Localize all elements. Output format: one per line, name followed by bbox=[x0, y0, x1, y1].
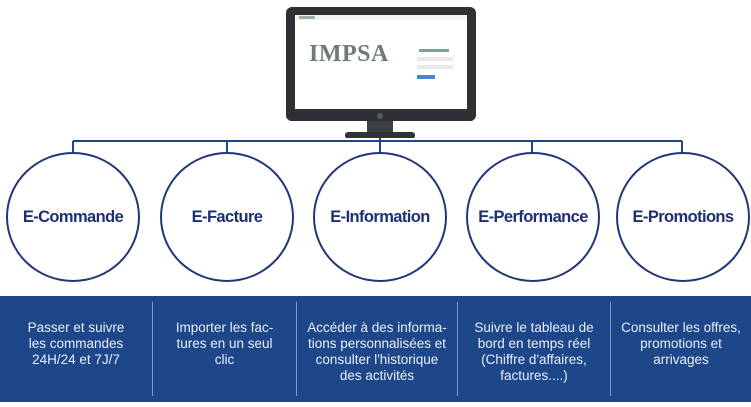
description-line: bord en temps réel bbox=[477, 336, 591, 351]
circle-e-information: E-Information bbox=[313, 152, 447, 282]
monitor-illustration: IMPSA bbox=[286, 7, 476, 121]
impsa-logo: IMPSA bbox=[309, 41, 389, 67]
circle-e-performance: E-Performance bbox=[466, 152, 600, 282]
screen-username-field bbox=[417, 57, 453, 61]
description-line: (Chiffre d'affaires, bbox=[481, 352, 587, 367]
circle-title: E-Performance bbox=[478, 207, 588, 226]
circle-e-facture: E-Facture bbox=[160, 152, 294, 282]
description-line: Consulter les offres, bbox=[621, 320, 741, 335]
circle-title: E-Promotions bbox=[632, 207, 735, 226]
monitor-screen: IMPSA bbox=[295, 15, 467, 109]
circle-title: E-Commande bbox=[22, 207, 124, 226]
circle-e-commande: E-Commande bbox=[6, 152, 140, 282]
description-line: tures en un seul bbox=[176, 336, 273, 351]
screen-password-field bbox=[417, 65, 453, 69]
screen-header-bar bbox=[295, 15, 467, 20]
circle-title: E-Information bbox=[330, 207, 430, 226]
band-divider bbox=[296, 302, 297, 396]
description-line: tions personnalisées et bbox=[307, 336, 447, 351]
description-line: consulter l'historique bbox=[315, 352, 439, 367]
description-line: des activités bbox=[339, 368, 415, 383]
description-line: promotions et bbox=[640, 336, 722, 351]
circle-e-promotions: E-Promotions bbox=[616, 152, 750, 282]
description-e-facture: Importer les fac- tures en un seul clic bbox=[153, 296, 296, 402]
band-divider bbox=[457, 302, 458, 396]
description-line: Accéder à des informa- bbox=[307, 320, 447, 335]
circle-title: E-Facture bbox=[191, 207, 263, 226]
description-line: les commandes bbox=[28, 336, 124, 351]
description-e-information: Accéder à des informa- tions personnalis… bbox=[297, 296, 457, 402]
screen-login-title bbox=[419, 49, 449, 52]
power-dot bbox=[377, 113, 383, 119]
monitor-stand-neck bbox=[367, 121, 393, 135]
screen-login-button bbox=[417, 75, 435, 79]
description-line: arrivages bbox=[653, 352, 709, 367]
description-line: Importer les fac- bbox=[175, 320, 274, 335]
band-divider bbox=[152, 302, 153, 396]
description-e-commande: Passer et suivre les commandes 24H/24 et… bbox=[0, 296, 152, 402]
description-line: Suivre le tableau de bbox=[474, 320, 594, 335]
monitor-stand-base bbox=[345, 132, 415, 138]
description-line: factures....) bbox=[500, 368, 568, 383]
description-line: clic bbox=[214, 352, 235, 367]
connector-lines bbox=[72, 138, 683, 153]
description-line: Passer et suivre bbox=[27, 320, 125, 335]
description-e-promotions: Consulter les offres, promotions et arri… bbox=[611, 296, 751, 402]
description-line: 24H/24 et 7J/7 bbox=[32, 352, 120, 367]
description-band: Passer et suivre les commandes 24H/24 et… bbox=[0, 296, 751, 402]
band-divider bbox=[610, 302, 611, 396]
description-e-performance: Suivre le tableau de bord en temps réel … bbox=[458, 296, 610, 402]
